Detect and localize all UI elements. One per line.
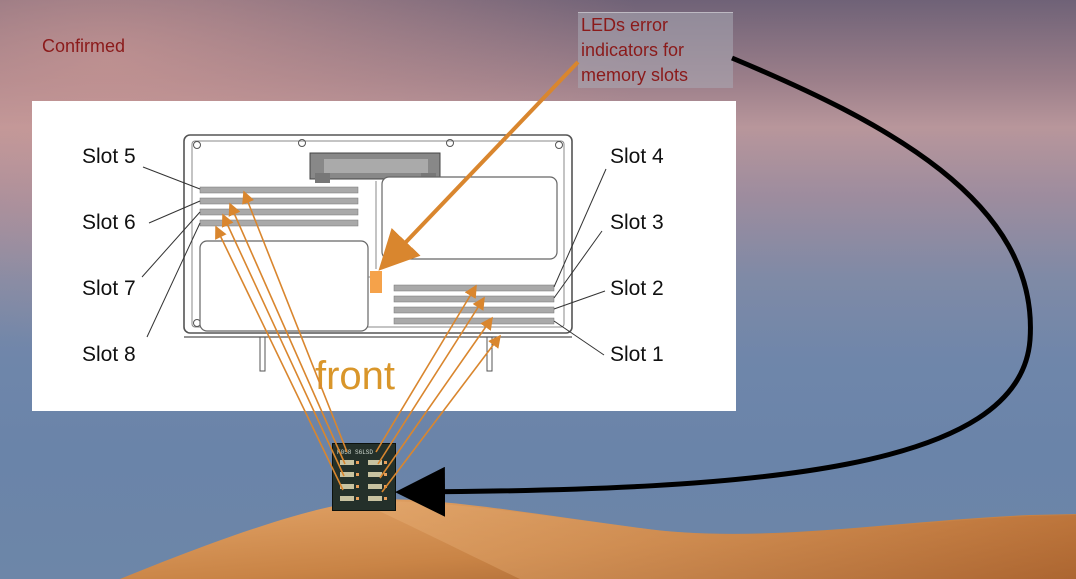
memory-slot-diagram: Slot 5 Slot 6 Slot 7 Slot 8 Slot 4 Slot …	[32, 101, 736, 411]
slot-4-label: Slot 4	[610, 145, 664, 168]
slot-3-label: Slot 3	[610, 211, 664, 234]
callout-line: LEDs error	[581, 15, 669, 35]
led-callout-label: LEDs error indicators for memory slots	[578, 12, 733, 88]
led-board-photo: K058 S6LSD	[332, 443, 396, 511]
led-indicator	[370, 271, 382, 293]
slot-5-label: Slot 5	[82, 145, 136, 168]
slot-2-label: Slot 2	[610, 277, 664, 300]
slot-8-label: Slot 8	[82, 343, 136, 366]
callout-line: memory slots	[581, 65, 689, 85]
slot-1-label: Slot 1	[610, 343, 664, 366]
chip-print: K058 S6LSD	[337, 449, 373, 456]
slot-6-label: Slot 6	[82, 211, 136, 234]
callout-line: indicators for	[581, 40, 685, 60]
status-caption: Confirmed	[42, 36, 126, 56]
slot-7-label: Slot 7	[82, 277, 136, 300]
front-label: front	[315, 354, 396, 398]
led-board-image: K058 S6LSD	[333, 444, 395, 510]
